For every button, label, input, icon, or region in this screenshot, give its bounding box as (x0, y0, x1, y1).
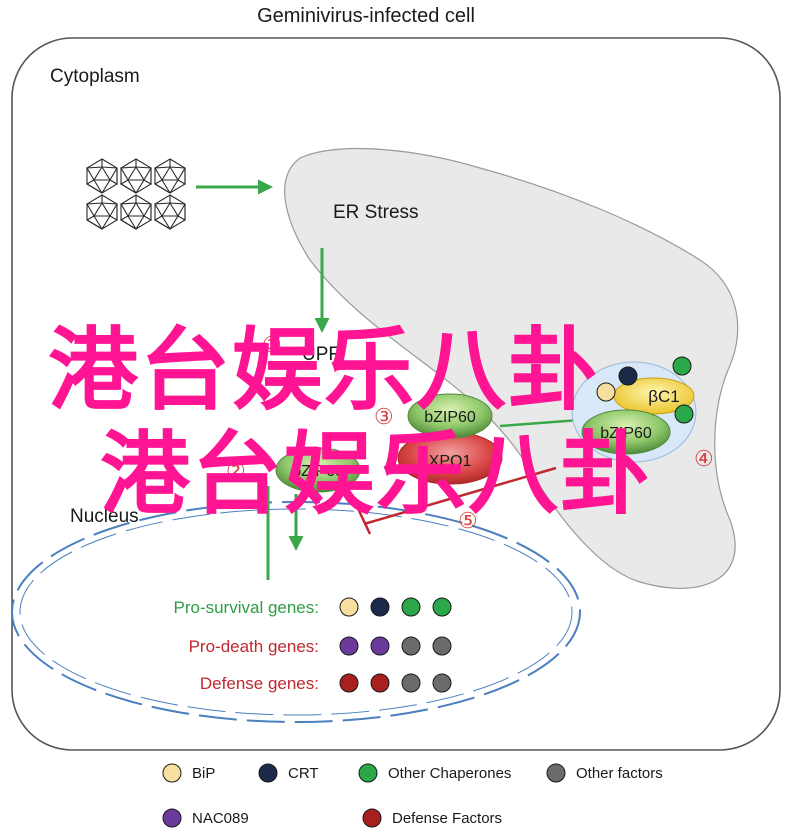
chaperone-dot-bottom (674, 404, 694, 424)
crt-dot (618, 366, 638, 386)
watermark-line-2: 港台娱乐八卦 (100, 422, 652, 527)
chaperone-dot-top (672, 356, 692, 376)
xpo1-label: XPO1 (429, 453, 472, 470)
crt-dot (370, 597, 390, 617)
inhibition-line (363, 466, 557, 526)
legend-defense-label: Defense Factors (392, 810, 502, 827)
legend-chaperone-swatch (358, 763, 378, 783)
virion-cluster-icon (85, 158, 186, 230)
inhibition-bar (352, 499, 372, 535)
chaperone-dot (432, 597, 452, 617)
legend-other-swatch (546, 763, 566, 783)
step-2-label: ② (226, 458, 246, 483)
legend-crt-label: CRT (288, 765, 319, 782)
nucleus-label: Nucleus (70, 506, 139, 527)
legend-bip-swatch (162, 763, 182, 783)
other-dot (432, 636, 452, 656)
legend-nac089-label: NAC089 (192, 810, 249, 827)
bzip60-bc1-bound (581, 409, 671, 455)
watermark-line-1: 港台娱乐八卦 (48, 318, 600, 423)
chaperone-dot (401, 597, 421, 617)
cytoplasm-label: Cytoplasm (50, 66, 140, 87)
bc1-label: βC1 (648, 387, 680, 406)
diagram-title: Geminivirus-infected cell (257, 5, 475, 27)
er-stress-label: ER Stress (333, 202, 419, 223)
gene-row-label: Pro-survival genes: (173, 598, 319, 617)
legend-crt-swatch (258, 763, 278, 783)
legend: BiP CRT Other Chaperones Other factorsNAC08… (162, 763, 663, 828)
bzip60-nuclear (275, 447, 361, 493)
legend-nac089-swatch (162, 808, 182, 828)
defense-dot (339, 673, 359, 693)
legend-defense-swatch (362, 808, 382, 828)
nac089-dot (339, 636, 359, 656)
other-dot (401, 636, 421, 656)
gene-row-label: Pro-death genes: (189, 637, 319, 656)
step-5-label: ⑤ (458, 508, 478, 533)
legend-bip-label: BiP (192, 765, 215, 782)
step-4-label: ④ (694, 446, 714, 471)
upr-label: UPR (302, 344, 342, 365)
bip-dot (596, 382, 616, 402)
endoplasmic-reticulum (284, 147, 739, 589)
bzip60-bc1-label: bZIP60 (600, 425, 652, 442)
step-1-label: ① (262, 332, 282, 357)
defense-dot (370, 673, 390, 693)
bzip60-complex-label: bZIP60 (424, 409, 476, 426)
other-dot (401, 673, 421, 693)
nac089-dot (370, 636, 390, 656)
gene-rows: Pro-survival genes: Pro-death genes: Defen… (173, 597, 452, 693)
gene-row-label: Defense genes: (200, 674, 319, 693)
bc1-to-bzip60-line (499, 418, 581, 428)
other-dot (432, 673, 452, 693)
bip-dot (339, 597, 359, 617)
legend-chaperone-label: Other Chaperones (388, 765, 511, 782)
bzip60-complex (407, 393, 493, 439)
step-3-label: ③ (374, 404, 394, 429)
bzip60-nuclear-label: bZIP60 (292, 463, 344, 480)
legend-other-label: Other factors (576, 765, 663, 782)
